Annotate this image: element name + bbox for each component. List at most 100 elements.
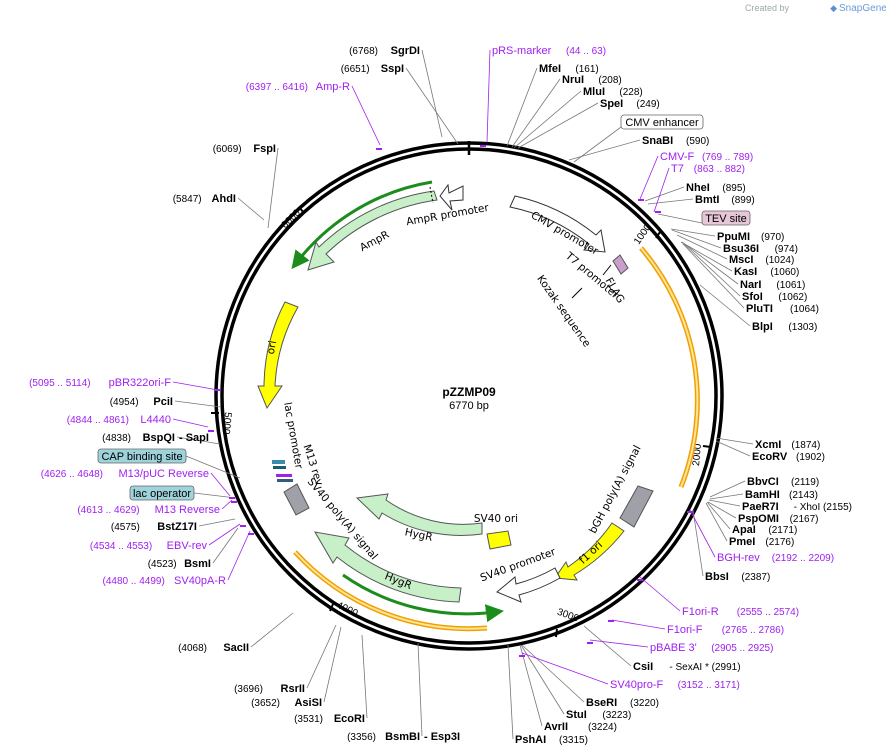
svg-text:NheI: NheI (686, 182, 710, 194)
svg-text:BGH-rev: BGH-rev (717, 552, 760, 564)
primer-label-bgh-rev[interactable]: BGH-rev (2192 .. 2209) (717, 552, 834, 564)
site-label-pcii[interactable]: PciI(4954) (110, 396, 173, 408)
primer-label-pbr322ori-f[interactable]: pBR322ori-F(5095 .. 5114) (29, 377, 171, 389)
scale-tick-label: 5000 (220, 412, 233, 436)
primer-label-cmv-f[interactable]: CMV-F (769 .. 789) (660, 151, 753, 163)
site-label-sgrdi[interactable]: SgrDI(6768) (349, 45, 420, 57)
lac-operator-mark (273, 466, 286, 469)
bgh-polya-block (619, 485, 654, 528)
primer-label-pbabe-3-[interactable]: pBABE 3'(2905 .. 2925) (650, 642, 773, 654)
site-label-snabi[interactable]: SnaBI(590) (642, 135, 709, 147)
site-label-bbvci[interactable]: BbvCI(2119) (747, 476, 819, 488)
site-label-stui[interactable]: StuI(3223) (566, 709, 631, 721)
svg-text:(4575): (4575) (111, 522, 140, 533)
site-label-rsrii[interactable]: RsrII(3696) (234, 683, 305, 695)
svg-text:(3696): (3696) (234, 684, 263, 695)
svg-text:(4838): (4838) (102, 433, 131, 444)
site-label-bstz17i[interactable]: BstZ17I(4575) (111, 521, 197, 533)
svg-text:Amp-R: Amp-R (316, 81, 350, 93)
boxed-label-tev-site[interactable]: TEV site (701, 210, 751, 226)
site-label-fspi[interactable]: FspI(6069) (213, 143, 276, 155)
site-label-blpi[interactable]: BlpI(1303) (752, 321, 817, 333)
svg-text:- XhoI (2155): - XhoI (2155) (794, 502, 852, 513)
site-label-avrii[interactable]: AvrII(3224) (544, 721, 617, 733)
site-label-nrui[interactable]: NruI(208) (562, 74, 622, 86)
sv40-promoter-arrow (496, 567, 561, 603)
site-label-spei[interactable]: SpeI(249) (600, 98, 660, 110)
site-label-bbsi[interactable]: BbsI(2387) (705, 571, 770, 583)
site-label-asisi[interactable]: AsiSI (3652) (251, 697, 322, 709)
site-label-sacii[interactable]: SacII(4068) (178, 642, 249, 654)
svg-text:(44 .. 63): (44 .. 63) (566, 46, 606, 57)
svg-text:CMV enhancer: CMV enhancer (625, 117, 699, 129)
site-label-pspomi[interactable]: PspOMI(2167) (738, 513, 819, 525)
site-label-bspqi[interactable]: BspQI- SapI(4838) (102, 432, 209, 444)
site-label-sspi[interactable]: SspI(6651) (341, 63, 404, 75)
boxed-label-cmv-enhancer[interactable]: CMV enhancer (620, 114, 704, 130)
primer-label-m13-reverse[interactable]: M13 Reverse(4613 .. 4629) (77, 504, 220, 516)
site-label-pluti[interactable]: PluTI(1064) (746, 303, 819, 315)
svg-text:CMV-F: CMV-F (660, 151, 695, 163)
site-label-bsmbi[interactable]: BsmBI- Esp3I(3356) (347, 731, 460, 743)
primer-label-prs-marker[interactable]: pRS-marker (44 .. 63) (492, 45, 606, 57)
leader-lines (172, 49, 754, 740)
svg-text:pRS-marker: pRS-marker (492, 45, 552, 57)
site-label-sfoi[interactable]: SfoI(1062) (742, 291, 807, 303)
site-label-nari[interactable]: NarI(1061) (740, 279, 805, 291)
site-label-csii[interactable]: CsiI- SexAI * (2991) (633, 661, 741, 673)
svg-text:EcoRV: EcoRV (752, 451, 788, 463)
site-label-bmti[interactable]: BmtI(899) (695, 194, 755, 206)
svg-text:M13 Reverse: M13 Reverse (155, 504, 220, 516)
svg-text:(3652): (3652) (251, 698, 280, 709)
site-label-mfei[interactable]: MfeI(161) (539, 63, 599, 75)
site-label-bamhi[interactable]: BamHI(2143) (745, 489, 818, 501)
svg-text:EBV-rev: EBV-rev (167, 540, 208, 552)
site-label-ahdi[interactable]: AhdI(5847) (173, 193, 236, 205)
site-label-bsu36i[interactable]: Bsu36I(974) (723, 243, 798, 255)
primer-label-ebv-rev[interactable]: EBV-rev (4534 .. 4553) (90, 540, 208, 552)
svg-text:(1024): (1024) (765, 255, 794, 266)
svg-text:BamHI: BamHI (745, 489, 780, 501)
svg-text:(208): (208) (598, 75, 621, 86)
site-label-pshai[interactable]: PshAI(3315) (515, 734, 588, 746)
svg-text:MfeI: MfeI (539, 63, 561, 75)
site-label-ecori[interactable]: EcoRI(3531) (294, 713, 365, 725)
primer-label-t7[interactable]: T7(863 .. 882) (671, 163, 745, 175)
boxed-label-cap-binding-site[interactable]: CAP binding site (97, 448, 187, 464)
primer-label-f1ori-r[interactable]: F1ori-R(2555 .. 2574) (682, 606, 799, 618)
site-label-msci[interactable]: MscI(1024) (729, 254, 794, 266)
svg-text:(6768): (6768) (349, 46, 378, 57)
site-label-apai[interactable]: ApaI(2171) (732, 524, 797, 536)
site-label-pmei[interactable]: PmeI(2176) (729, 536, 794, 548)
svg-text:(2192 .. 2209): (2192 .. 2209) (772, 553, 834, 564)
site-label-nhei[interactable]: NheI(895) (686, 182, 746, 194)
site-label-bsmi[interactable]: BsmI(4523) (148, 558, 211, 570)
snapgene-logo-icon: ◆ (830, 3, 837, 13)
svg-text:(974): (974) (775, 244, 798, 255)
svg-text:AhdI: AhdI (212, 193, 236, 205)
green-arcs (291, 180, 504, 623)
svg-text:(769 .. 789): (769 .. 789) (702, 152, 753, 163)
svg-text:AsiSI: AsiSI (294, 697, 322, 709)
site-label-bseri[interactable]: BseRI(3220) (586, 697, 659, 709)
primer-label-l4440[interactable]: L4440(4844 .. 4861) (67, 414, 171, 426)
site-label-mlui[interactable]: MluI(228) (583, 86, 643, 98)
primer-label-sv40pro-f[interactable]: SV40pro-F(3152 .. 3171) (610, 679, 740, 691)
site-label-xcmi[interactable]: XcmI(1874) (755, 439, 820, 451)
site-label-ecorv[interactable]: EcoRV(1902) (752, 451, 825, 463)
svg-text:(2119): (2119) (791, 477, 819, 488)
flag-feature (612, 254, 629, 275)
primer-label-sv40pa-r[interactable]: SV40pA-R(4480 .. 4499) (103, 575, 227, 587)
site-label-paer7i[interactable]: PaeR7I- XhoI (2155) (742, 501, 852, 513)
svg-text:(4534 .. 4553): (4534 .. 4553) (90, 541, 152, 552)
primer-label-f1ori-f[interactable]: F1ori-F(2765 .. 2786) (667, 624, 784, 636)
boxed-label-lac-operator[interactable]: lac operator (129, 485, 195, 501)
primer-label-amp-r[interactable]: Amp-R(6397 .. 6416) (246, 81, 350, 93)
site-label-ppumi[interactable]: PpuMI(970) (717, 231, 784, 243)
svg-text:L4440: L4440 (140, 414, 171, 426)
site-label-kasi[interactable]: KasI(1060) (734, 266, 799, 278)
sv40-polya-block (283, 483, 310, 516)
svg-text:(2167): (2167) (790, 514, 819, 525)
primer-label-m13-puc-reverse[interactable]: M13/pUC Reverse(4626 .. 4648) (41, 468, 209, 480)
scale-tick-label: 6000 (279, 207, 303, 231)
